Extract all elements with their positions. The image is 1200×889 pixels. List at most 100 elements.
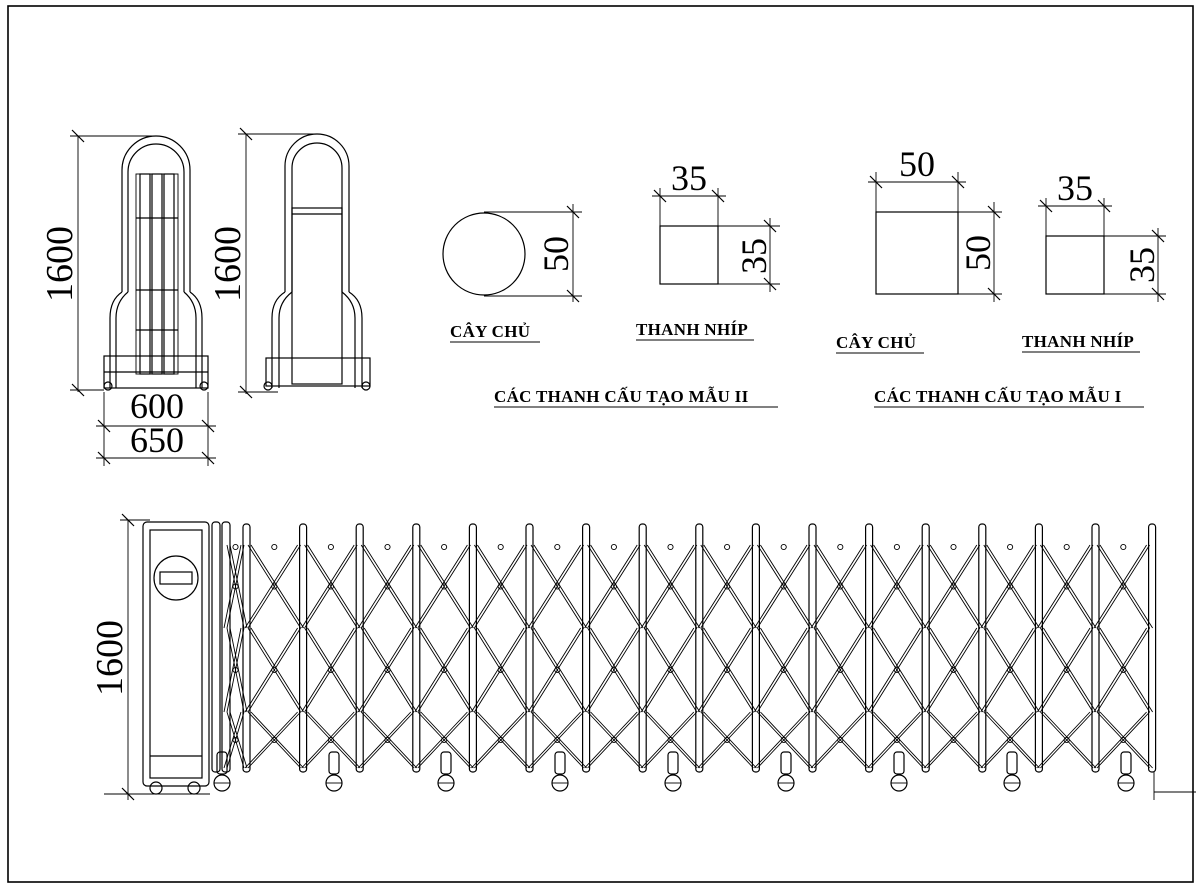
lattice-cross [926,711,981,769]
lattice-pivot [724,736,731,744]
lattice-cross [870,544,924,629]
lattice-cross [757,627,811,713]
label-thanh-nhip-2: THANH NHÍP [1022,332,1134,351]
lattice-cross [1040,544,1094,629]
lattice-pivot [232,583,239,590]
lattice-pivot [667,666,674,674]
gate-bar [299,523,308,773]
section-title-i: CÁC THANH CẤU TẠO MẪU I [874,387,1122,406]
lattice-cross [474,627,528,713]
wheel-housing [328,751,340,775]
gate-bar [1147,523,1157,773]
lattice-cross [247,627,301,713]
gate-bar [808,523,817,773]
lattice-pivot [271,666,278,674]
lattice-cross [530,544,584,629]
lattice-pivot [271,736,278,744]
lattice-cross [870,711,924,769]
lattice-pivot [893,543,900,551]
lattice-pivot [893,583,900,590]
lattice-cross [587,627,641,713]
lattice-cross [813,544,867,629]
lattice-pivot [1007,666,1014,674]
wheel-housing [1006,751,1018,775]
gate-bar [581,523,591,773]
lattice-cross [643,627,698,713]
wheel-housing [216,751,228,775]
wheel-housing [554,751,566,775]
lattice-cross [926,544,981,629]
lattice-pivot [780,666,787,674]
lattice-cross [360,544,415,629]
lattice-cross [1096,627,1150,713]
sq35-side-dim: 35 [734,238,774,274]
lattice-pivot [724,583,731,590]
sq50-side-dim: 50 [958,235,998,271]
post-front-view: 1600 600 650 [39,129,216,466]
lattice-pivot [554,543,561,551]
lattice-pivot [554,583,561,590]
lattice-pivot [667,543,674,551]
lattice-pivot [780,543,787,551]
lattice-cross [1040,711,1094,769]
lattice-pivot [1120,736,1127,744]
wheel-housing [893,751,905,775]
lattice-pivot [384,543,391,551]
lattice-pivot [1063,736,1070,744]
gate-bar [751,523,761,773]
lattice-pivot [950,666,957,674]
lattice-pivot [271,543,278,551]
gate-bar [921,523,930,773]
gate-bar [355,523,364,773]
lattice-pivot [667,736,674,744]
lattice-cross [1096,544,1150,629]
gate-bar [468,523,477,773]
section-title-ii: CÁC THANH CẤU TẠO MẪU II [494,387,749,406]
lattice-pivot [724,666,731,674]
wheel-housing [440,751,452,775]
gate-bars [242,523,1157,773]
lattice-pivot [1120,666,1127,674]
lattice-cross [757,711,811,769]
lattice-cross [757,544,811,629]
gate-bar [242,523,251,773]
lattice-pivot [837,736,844,744]
lattice-pivot [724,543,731,551]
lattice-cross [417,544,471,629]
lattice-pivot [232,736,239,744]
wheel-housing [1120,751,1132,775]
gate-lattice [223,543,1153,769]
profile-square-35-a: 35 35 [652,158,780,292]
wheel-housing [667,751,679,775]
lattice-cross [813,627,867,713]
lattice-pivot [1063,666,1070,674]
lattice-pivot [384,583,391,590]
lattice-cross [226,627,245,713]
gate-wheels [213,751,1135,792]
lattice-pivot [554,666,561,674]
lattice-pivot [780,583,787,590]
lattice-pivot [497,666,504,674]
lattice-pivot [384,666,391,674]
lattice-cross [813,711,867,769]
lattice-cross [700,711,754,769]
post-side-view: 1600 [207,127,371,399]
lattice-pivot [1007,583,1014,590]
gate-bar [978,523,987,773]
lattice-cross [226,544,245,629]
lattice-pivot [1120,583,1127,590]
lattice-cross [983,544,1037,629]
lattice-pivot [893,666,900,674]
lattice-pivot [1007,543,1014,551]
side-height-dim: 1600 [207,226,249,302]
lattice-cross [474,544,528,629]
sq35b-top-dim: 35 [1057,168,1093,208]
lattice-pivot [950,736,957,744]
gate-bar [1034,523,1044,773]
lattice-pivot [497,543,504,551]
lattice-pivot [780,736,787,744]
lattice-pivot [610,666,617,674]
sq35-top-dim: 35 [671,158,707,198]
lattice-pivot [950,543,957,551]
lattice-pivot [232,543,239,551]
